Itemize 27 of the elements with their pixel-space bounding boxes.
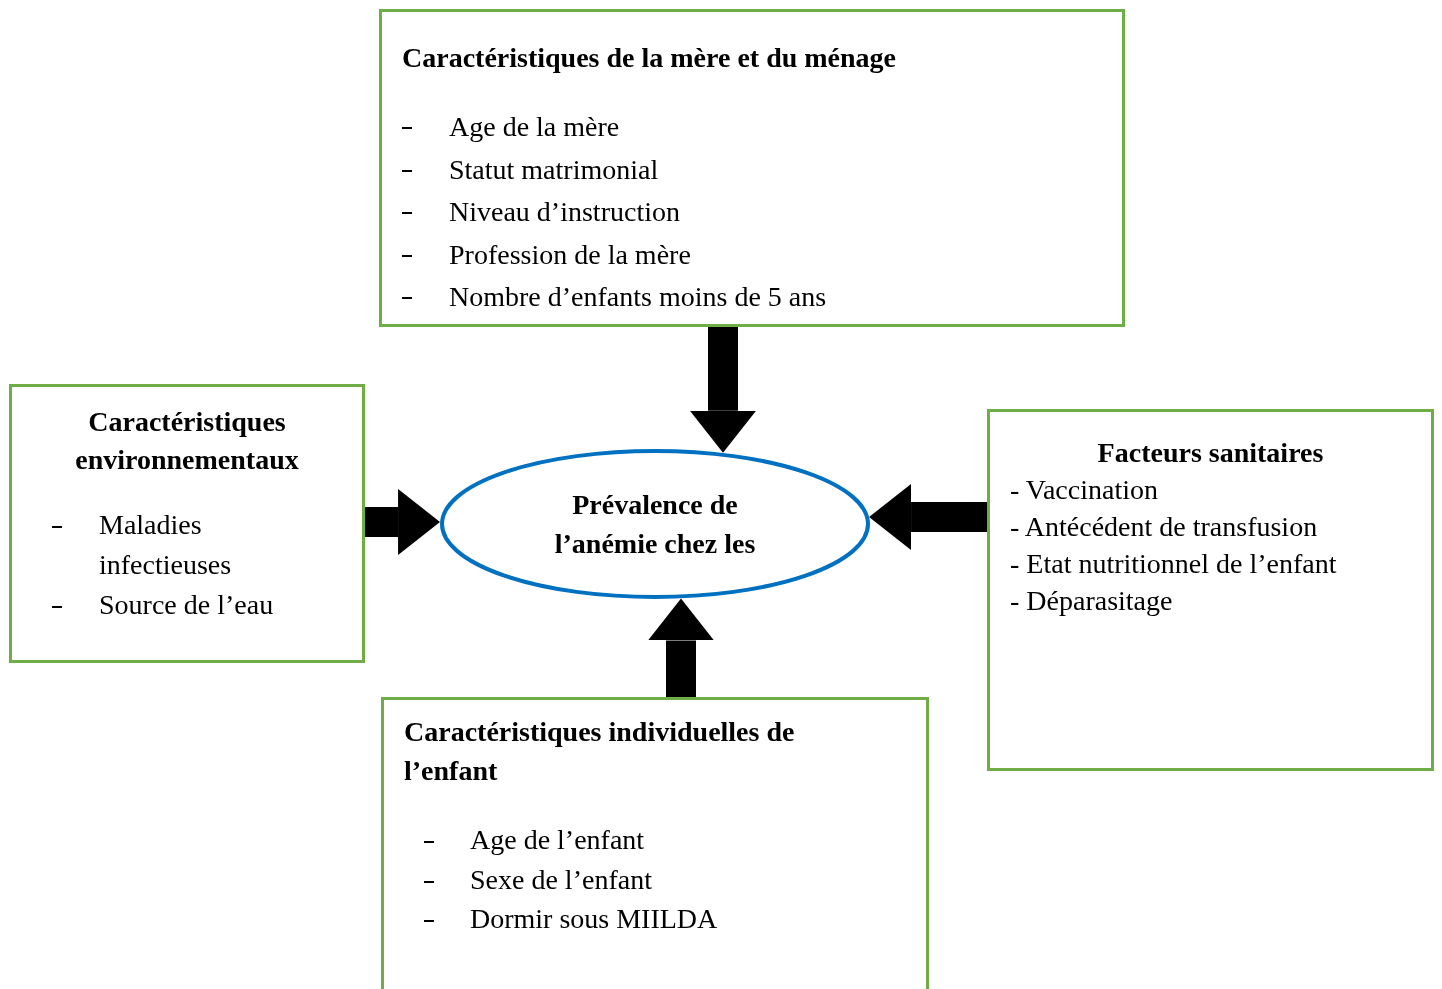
list-item: Age de l’enfant: [470, 823, 645, 857]
center-text: Prévalence de l’anémie chez les: [553, 488, 757, 561]
block-arrow: [648, 598, 714, 697]
factor-box: [379, 9, 1125, 327]
list-item: Profession de la mère: [449, 237, 691, 272]
factor-box: [381, 697, 929, 989]
box-heading: Facteurs sanitaires: [1096, 436, 1325, 470]
box-heading: Caractéristiques individuelles de l’enfant: [403, 715, 796, 788]
block-arrow: [365, 489, 441, 555]
list-item: Nombre d’enfants moins de 5 ans: [449, 280, 827, 314]
list-item: Sexe de l’enfant: [470, 862, 652, 897]
list-item: - Etat nutritionnel de l’enfant: [1010, 547, 1337, 581]
factor-box: [9, 384, 365, 663]
block-arrow: [690, 327, 756, 453]
list-item: - Antécédent de transfusion: [1010, 510, 1318, 544]
list-item: Dormir sous MIILDA: [470, 902, 718, 936]
list-item: Source de l’eau: [99, 588, 274, 622]
box-heading: Caractéristiques environnementaux: [74, 405, 300, 477]
list-item: Age de la mère: [449, 110, 620, 144]
list-item: - Vaccination: [1010, 473, 1158, 507]
list-item: Niveau d’instruction: [449, 195, 680, 229]
list-item: Statut matrimonial: [449, 152, 659, 187]
list-item: Maladies infectieuses: [99, 508, 233, 582]
block-arrow: [869, 484, 987, 550]
factor-box: [987, 409, 1434, 771]
box-heading: Caractéristiques de la mère et du ménage: [401, 41, 898, 75]
list-item: - Déparasitage: [1010, 584, 1173, 618]
